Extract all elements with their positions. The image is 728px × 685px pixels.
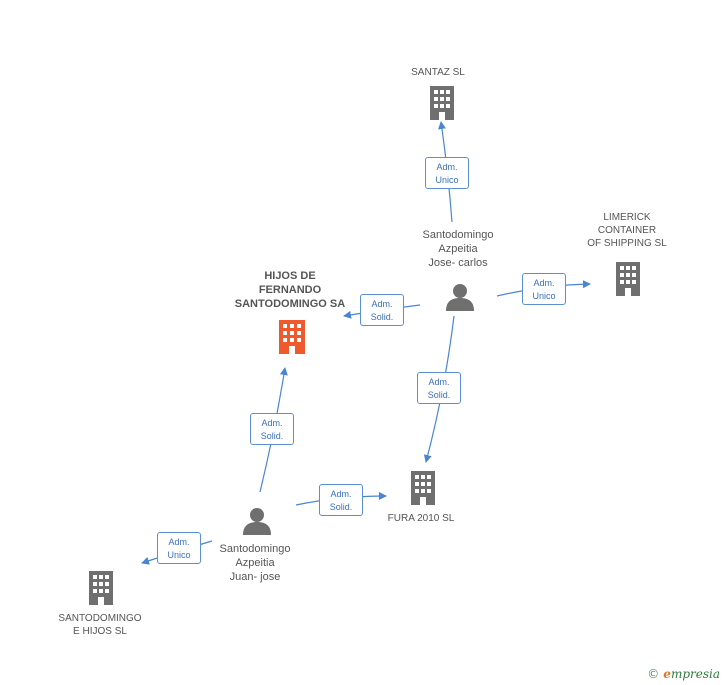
edge-badge-jose-carlos-limerick[interactable]: Adm. Unico [522,273,566,305]
label-line: Santodomingo [219,543,291,555]
footer-brand[interactable]: ©empresia [647,667,720,681]
label-line: Juan- jose [229,571,281,583]
copyright-icon: © [647,667,660,681]
label-line: LIMERICK [603,212,651,223]
node-label-limerick[interactable]: LIMERICK CONTAINER OF SHIPPING SL [577,211,677,250]
brand-logo-text: mpresia [670,667,720,681]
label-line: OF SHIPPING SL [587,238,667,249]
label-line: SANTODOMINGO [58,613,142,624]
badge-role: Adm. [428,377,450,387]
badge-role: Adm. [371,299,393,309]
edge-badge-jose-carlos-fura[interactable]: Adm. Solid. [417,372,461,404]
brand-logo-initial: e [663,667,671,681]
edge-badge-jose-carlos-santaz[interactable]: Adm. Unico [425,157,469,189]
badge-type: Solid. [260,431,284,441]
label-line: Azpeitia [438,243,478,255]
person-icon[interactable] [446,284,474,311]
building-icon[interactable] [89,571,113,605]
badge-type: Solid. [427,390,451,400]
label-line: CONTAINER [597,225,657,236]
edge-badge-juan-jose-santodomingo-hijos[interactable]: Adm. Unico [157,532,201,564]
node-label-hijos[interactable]: HIJOS DE FERNANDO SANTODOMINGO SA [225,269,355,311]
node-label-santodomingo-hijos[interactable]: SANTODOMINGO E HIJOS SL [50,612,150,638]
edge-badge-juan-jose-fura[interactable]: Adm. Solid. [319,484,363,516]
label-line: HIJOS DE [264,270,316,282]
person-icon[interactable] [243,508,271,535]
badge-type: Solid. [370,312,394,322]
badge-role: Adm. [436,162,458,172]
badge-role: Adm. [168,537,190,547]
node-label-fura[interactable]: FURA 2010 SL [387,513,455,524]
building-icon[interactable] [411,471,435,505]
label-line: Azpeitia [235,557,275,569]
badge-type: Unico [435,175,459,185]
badge-type: Unico [167,550,191,560]
badge-role: Adm. [330,489,352,499]
badge-type: Unico [532,291,556,301]
building-icon[interactable] [616,262,640,296]
node-label-santaz[interactable]: SANTAZ SL [411,67,465,78]
node-label-juan-jose[interactable]: Santodomingo Azpeitia Juan- jose [200,542,310,584]
edge-badge-juan-jose-hijos[interactable]: Adm. Solid. [250,413,294,445]
badge-role: Adm. [533,278,555,288]
label-line: Jose- carlos [428,257,488,269]
building-icon[interactable] [430,86,454,120]
building-icon-main[interactable] [279,320,305,354]
edge-badge-jose-carlos-hijos[interactable]: Adm. Solid. [360,294,404,326]
badge-role: Adm. [261,418,283,428]
label-line: Santodomingo [422,229,494,241]
label-line: E HIJOS SL [73,626,127,637]
label-line: FERNANDO [258,284,322,296]
label-line: SANTODOMINGO SA [234,298,346,310]
edges [141,121,591,565]
node-label-jose-carlos[interactable]: Santodomingo Azpeitia Jose- carlos [403,228,513,270]
badge-type: Solid. [329,502,353,512]
